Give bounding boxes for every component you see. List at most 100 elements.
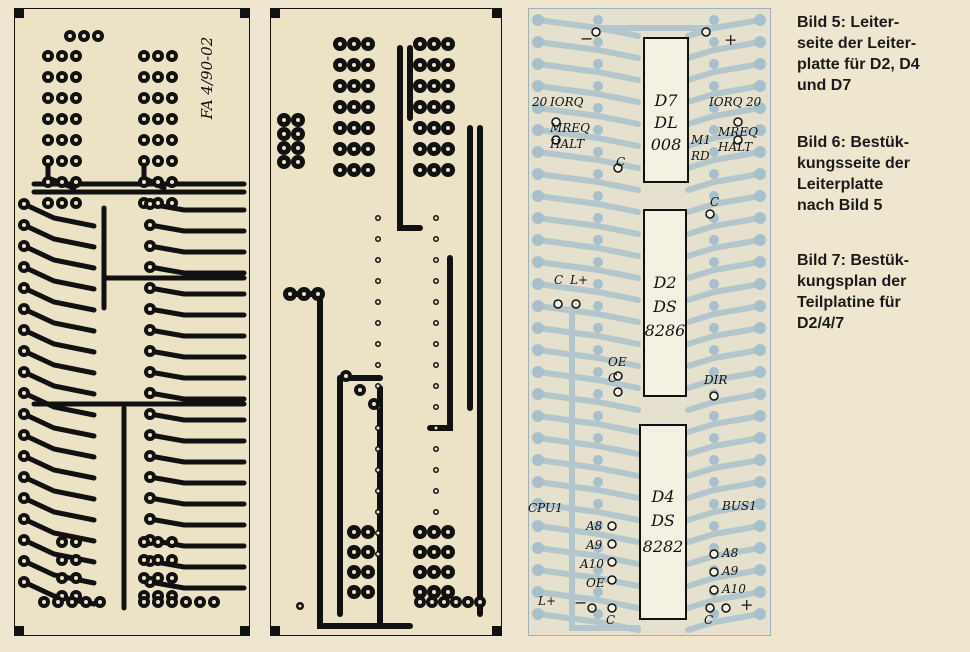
caption-bild-7-line-4: D2/4/7	[797, 315, 845, 332]
faint-pad	[709, 37, 719, 47]
copper-track	[427, 255, 453, 431]
drill-hole	[156, 159, 160, 163]
drill-hole	[22, 202, 26, 206]
component-pad	[733, 117, 743, 127]
drill-hole	[74, 576, 78, 580]
drill-hole	[74, 117, 78, 121]
c-label-1: C	[616, 155, 625, 169]
drill-hole	[366, 530, 370, 534]
component-pad	[607, 539, 617, 549]
faint-pad	[593, 59, 603, 69]
drill-hole	[22, 496, 26, 500]
copper-track	[21, 453, 97, 481]
drill-hole	[148, 370, 152, 374]
cpu1-label: CPU1	[528, 501, 563, 515]
drill-hole	[148, 286, 152, 290]
faint-pad	[532, 366, 544, 378]
faint-pad	[754, 146, 766, 158]
faint-pad	[709, 81, 719, 91]
faint-pad	[709, 323, 719, 333]
drill-hole	[142, 540, 146, 544]
drill-hole	[446, 42, 450, 46]
faint-pad	[709, 59, 719, 69]
drill-hole	[170, 600, 174, 604]
drill-hole	[376, 531, 380, 535]
drill-hole	[418, 590, 422, 594]
a8-left-label: A8	[585, 519, 603, 533]
copper-track	[21, 495, 97, 523]
component-pad	[571, 299, 581, 309]
faint-pad	[709, 257, 719, 267]
faint-pad	[593, 103, 603, 113]
faint-pad	[593, 235, 603, 245]
faint-pad	[532, 586, 544, 598]
ic-d2-ref: D2	[652, 273, 676, 292]
faint-pad	[532, 344, 544, 356]
faint-track	[535, 105, 641, 127]
drill-hole	[46, 96, 50, 100]
faint-track	[685, 127, 763, 149]
component-pad	[607, 575, 617, 585]
caption-bild-6-line-2: kungsseite der	[797, 155, 910, 172]
mreq-right-label: MREQ	[717, 125, 758, 139]
c-label-5: C	[606, 613, 615, 627]
drill-hole	[432, 550, 436, 554]
iorq-right-label: IORQ	[708, 95, 743, 109]
faint-pad	[593, 323, 603, 333]
drill-hole	[432, 84, 436, 88]
caption-bild-7-line-2: kungsplan der	[797, 273, 907, 290]
drill-hole	[170, 54, 174, 58]
a9-right-label: A9	[721, 564, 739, 578]
drill-hole	[434, 489, 438, 493]
faint-pad	[754, 300, 766, 312]
drill-hole	[156, 117, 160, 121]
drill-hole	[60, 96, 64, 100]
drill-hole	[60, 540, 64, 544]
caption-bild-5-line-3: platte für D2, D4	[797, 56, 920, 73]
copper-track	[147, 453, 247, 465]
faint-pad	[754, 124, 766, 136]
drill-hole	[282, 132, 286, 136]
component-pad	[705, 603, 715, 613]
faint-pad	[593, 411, 603, 421]
drill-hole	[338, 84, 342, 88]
component-pad	[607, 603, 617, 613]
drill-hole	[454, 600, 458, 604]
c-label-6: C	[704, 613, 713, 627]
drill-hole	[434, 384, 438, 388]
lplus-bottom-label: L+	[537, 594, 556, 608]
faint-track	[685, 105, 763, 127]
copper-track	[147, 306, 247, 318]
drill-hole	[70, 600, 74, 604]
faint-track	[685, 39, 763, 61]
drill-hole	[366, 84, 370, 88]
drill-hole	[148, 517, 152, 521]
drill-hole	[156, 201, 160, 205]
copper-track	[21, 411, 97, 439]
drill-hole	[148, 328, 152, 332]
drill-hole	[148, 391, 152, 395]
drill-hole	[74, 138, 78, 142]
drill-hole	[352, 126, 356, 130]
caption-bild-7: Bild 7: Bestük- kungsplan der Teilplatin…	[797, 250, 967, 334]
drill-hole	[352, 530, 356, 534]
component-pad	[613, 163, 623, 173]
drill-hole	[74, 54, 78, 58]
drill-hole	[338, 42, 342, 46]
drill-hole	[418, 530, 422, 534]
drill-hole	[376, 216, 380, 220]
drill-hole	[376, 258, 380, 262]
faint-pad	[754, 190, 766, 202]
drill-hole	[148, 475, 152, 479]
drill-hole	[282, 118, 286, 122]
drill-hole	[432, 147, 436, 151]
faint-pad	[754, 432, 766, 444]
drill-hole	[46, 180, 50, 184]
drill-hole	[418, 550, 422, 554]
copper-track	[147, 432, 247, 444]
faint-track	[685, 589, 763, 611]
drill-hole	[434, 447, 438, 451]
component-pad	[709, 549, 719, 559]
a9-left-label: A9	[585, 538, 603, 552]
faint-track	[685, 61, 763, 83]
